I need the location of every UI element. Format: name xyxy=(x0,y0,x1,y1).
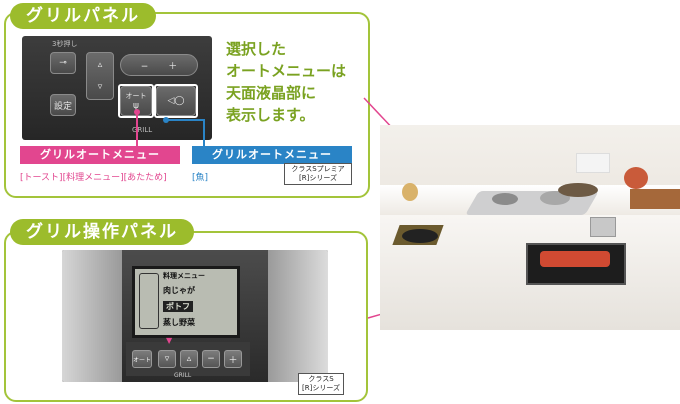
minus-icon: − xyxy=(207,354,215,364)
blue-menu-list: [魚] xyxy=(192,173,209,183)
plus-button[interactable]: ＋ xyxy=(224,350,242,368)
lcd-screen: 料理メニュー 肉じゃが ポトフ 蒸し野菜 xyxy=(132,266,240,338)
fish-button-highlight xyxy=(154,84,198,118)
plus-icon: ＋ xyxy=(228,355,238,366)
red-arrow-icon: ▼ xyxy=(166,336,173,345)
jar xyxy=(402,183,418,201)
series-bottom-line2: [R]シリーズ xyxy=(302,384,340,392)
canisters xyxy=(576,153,610,173)
fish-icon: ◁◯ xyxy=(167,96,185,106)
top-panel-title: グリルパネル xyxy=(10,3,156,29)
control-panel xyxy=(590,217,616,237)
lcd-item-3[interactable]: 蒸し野菜 xyxy=(163,318,195,327)
button-strip: オート ▿ ▵ − ＋ xyxy=(126,342,250,376)
series-badge-bottom: クラスS [R]シリーズ xyxy=(298,373,344,395)
fork-knife-icon: ψ xyxy=(133,101,139,111)
minus-plus-rocker[interactable]: − ＋ xyxy=(120,54,198,76)
series-badge-top: クラスSプレミア [R]シリーズ xyxy=(284,163,352,185)
key-lock-button[interactable]: ⊸ xyxy=(50,52,76,74)
cutting-board xyxy=(630,189,680,209)
kitchen-photo xyxy=(380,125,680,330)
burner-1 xyxy=(492,193,518,205)
bottom-grill-label: GRILL xyxy=(174,372,192,379)
series-top-line1: クラスSプレミア xyxy=(291,165,345,173)
stainless-left xyxy=(62,250,122,382)
blue-connector xyxy=(166,119,205,146)
bottom-panel-title: グリル操作パネル xyxy=(10,219,194,245)
series-top-line2: [R]シリーズ xyxy=(299,174,337,182)
fish-menu-button[interactable]: ◁◯ xyxy=(156,86,196,116)
auto-button-label: オート xyxy=(133,356,152,364)
minus-plus-icon: − ＋ xyxy=(140,61,178,72)
three-sec-press-label: 3秒押し xyxy=(52,40,78,48)
up-button[interactable]: ▵ xyxy=(180,350,198,368)
settings-button-label: 設定 xyxy=(53,101,72,112)
auto-label: オート xyxy=(125,92,147,100)
pink-menu-list: [トースト][料理メニュー][あたため] xyxy=(20,173,167,183)
up-arrow-icon: ▵ xyxy=(186,354,192,364)
up-down-arrows-icon: ▵▿ xyxy=(97,60,103,92)
callout-text: 選択した オートメニューは 天面液晶部に 表示します。 xyxy=(226,40,347,124)
black-pot xyxy=(402,229,438,243)
down-arrow-icon: ▿ xyxy=(164,354,170,364)
minus-button[interactable]: − xyxy=(202,350,220,368)
grill-label: GRILL xyxy=(132,126,153,134)
lcd-item-1[interactable]: 肉じゃが xyxy=(163,286,195,295)
tag-grill-auto-menu-blue: グリルオートメニュー xyxy=(192,146,352,164)
series-bottom-line1: クラスS xyxy=(308,375,334,383)
up-down-rocker[interactable]: ▵▿ xyxy=(86,52,114,100)
fruit-basket xyxy=(624,167,648,189)
grill-food xyxy=(540,251,610,267)
dish-icon xyxy=(139,273,159,329)
stainless-right xyxy=(268,250,328,382)
auto-button[interactable]: オート xyxy=(132,350,152,368)
down-button[interactable]: ▿ xyxy=(158,350,176,368)
lcd-item-2-selected[interactable]: ポトフ xyxy=(163,301,193,312)
lcd-header: 料理メニュー xyxy=(163,272,205,280)
tag-grill-auto-menu-pink: グリルオートメニュー xyxy=(20,146,180,164)
pan-with-food xyxy=(558,183,598,197)
blue-connector-dot xyxy=(163,117,169,123)
settings-button[interactable]: 設定 xyxy=(50,94,76,116)
key-icon: ⊸ xyxy=(59,58,67,68)
pink-connector-dot xyxy=(134,109,140,115)
bottom-grill-panel-photo: 料理メニュー 肉じゃが ポトフ 蒸し野菜 オート ▿ ▵ − ＋ ▼ GRILL xyxy=(62,250,328,382)
